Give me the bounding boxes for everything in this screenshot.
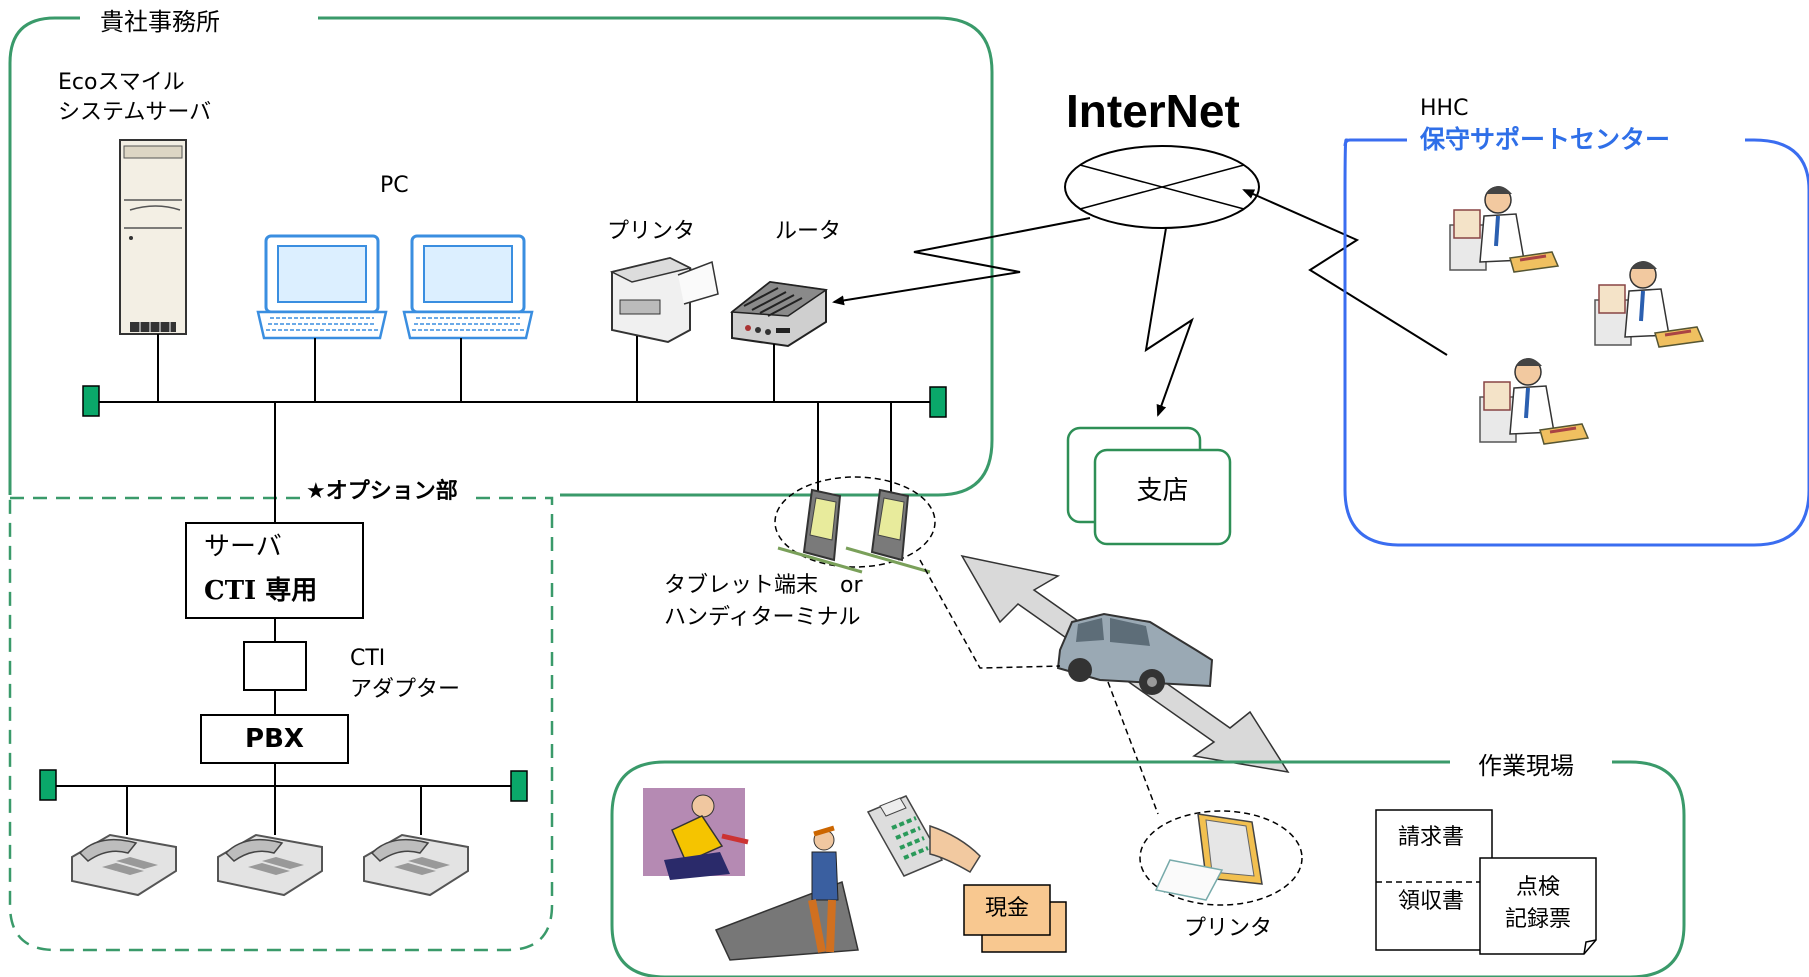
eco-server-label: Ecoスマイル bbox=[58, 70, 185, 95]
phone-bus bbox=[54, 785, 512, 835]
office-section-title: 貴社事務所 bbox=[100, 8, 220, 36]
site-printer-outline bbox=[1139, 810, 1303, 906]
eco-server-icon bbox=[119, 139, 187, 335]
cti-adapter-box bbox=[243, 641, 307, 691]
router-icon bbox=[730, 280, 829, 348]
internet-node bbox=[1064, 145, 1260, 229]
dashed-link-tablet-van bbox=[919, 559, 1061, 669]
branch-label: 支店 bbox=[1136, 476, 1189, 506]
operator-icon bbox=[1449, 186, 1560, 273]
cash-label: 現金 bbox=[984, 896, 1029, 921]
printer-icon bbox=[609, 256, 719, 344]
lan-terminator bbox=[929, 386, 947, 418]
worker-standing-icon bbox=[714, 825, 859, 961]
worker-kneeling-icon bbox=[643, 788, 749, 880]
printer-label: プリンタ bbox=[607, 219, 696, 244]
option-section-title: ★オプション部 bbox=[306, 479, 458, 504]
support-section-title: 保守サポートセンター bbox=[1420, 125, 1671, 154]
pc-laptop-icon bbox=[256, 234, 388, 340]
wan-link-support bbox=[1242, 189, 1448, 356]
inspection-sheet bbox=[1479, 857, 1597, 955]
inspection-label: 記録票 bbox=[1504, 907, 1571, 932]
operator-icon bbox=[1479, 358, 1590, 445]
cti-server-box bbox=[185, 522, 364, 619]
service-van-icon bbox=[1056, 612, 1214, 695]
option-boundary bbox=[8, 496, 554, 952]
support-boundary bbox=[1343, 138, 1809, 547]
wan-link-branch bbox=[1144, 227, 1194, 417]
pbx-box bbox=[200, 714, 349, 764]
site-boundary bbox=[610, 760, 1686, 977]
receipt-label: 領収書 bbox=[1398, 889, 1465, 914]
lan-terminator bbox=[39, 769, 57, 801]
operator-icon bbox=[1594, 261, 1705, 348]
site-section-title: 作業現場 bbox=[1478, 752, 1574, 780]
invoice-label: 請求書 bbox=[1398, 825, 1465, 850]
office-boundary bbox=[8, 16, 994, 497]
pbx-label: PBX bbox=[245, 724, 304, 754]
wan-link-router bbox=[832, 217, 1091, 306]
cti-server-label: サーバ bbox=[204, 532, 282, 562]
pc-label: PC bbox=[380, 173, 409, 198]
phone-icon bbox=[71, 833, 177, 897]
label-cutoff-mask bbox=[660, 632, 880, 646]
tablet-label: タブレット端末 or bbox=[664, 573, 863, 598]
inspection-label: 点検 bbox=[1515, 875, 1560, 900]
dashed-link-van-printer bbox=[1107, 681, 1159, 815]
lan-terminator bbox=[510, 770, 528, 802]
tablet-icon bbox=[777, 488, 863, 574]
tablet-icon bbox=[845, 488, 931, 574]
phone-icon bbox=[217, 833, 323, 897]
branch-box bbox=[1093, 448, 1232, 546]
lan-terminator bbox=[82, 385, 100, 417]
cti-server-label: CTI 専用 bbox=[204, 576, 318, 606]
internet-label: InterNet bbox=[1066, 85, 1240, 137]
card-terminal-icon bbox=[866, 795, 981, 877]
tablet-label: ハンディターミナル bbox=[664, 605, 861, 630]
site-printer-label: プリンタ bbox=[1184, 916, 1273, 941]
lan-bus bbox=[92, 334, 932, 523]
cti-adapter-label: CTI bbox=[350, 646, 386, 671]
eco-server-label: システムサーバ bbox=[58, 100, 212, 125]
pc-laptop-icon bbox=[402, 234, 534, 340]
cash-box bbox=[963, 884, 1051, 936]
support-prefix-label: HHC bbox=[1420, 96, 1469, 121]
phone-icon bbox=[363, 833, 469, 897]
mobile-printer-icon bbox=[1154, 813, 1263, 901]
router-label: ルータ bbox=[775, 219, 842, 244]
tablet-group-outline bbox=[774, 476, 936, 568]
cti-adapter-label: アダプター bbox=[350, 677, 461, 702]
